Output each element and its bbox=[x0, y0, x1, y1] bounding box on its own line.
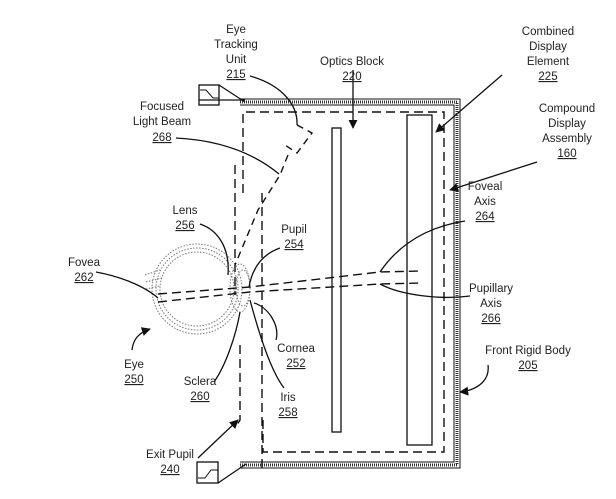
svg-text:Iris: Iris bbox=[280, 392, 296, 404]
top-mount-bracket bbox=[198, 84, 246, 106]
svg-text:266: 266 bbox=[481, 313, 500, 325]
svg-text:Assembly: Assembly bbox=[542, 133, 592, 145]
bottom-mount-bracket bbox=[196, 461, 247, 484]
svg-text:264: 264 bbox=[475, 211, 495, 223]
svg-text:Eye: Eye bbox=[226, 24, 246, 36]
svg-text:Pupil: Pupil bbox=[281, 224, 307, 236]
svg-text:Focused: Focused bbox=[140, 101, 184, 113]
svg-text:250: 250 bbox=[124, 374, 143, 386]
label-pupillary-axis: Pupillary Axis 266 bbox=[469, 283, 513, 325]
svg-text:240: 240 bbox=[160, 464, 179, 476]
svg-text:Front Rigid Body: Front Rigid Body bbox=[485, 345, 571, 357]
label-compound-display-assembly: Compound Display Assembly 160 bbox=[539, 103, 595, 160]
label-foveal-axis: Foveal Axis 264 bbox=[468, 181, 503, 223]
label-eye: Eye 250 bbox=[124, 359, 144, 386]
svg-text:Light Beam: Light Beam bbox=[133, 116, 191, 128]
svg-text:Display: Display bbox=[529, 41, 567, 53]
eye-tracking-path bbox=[234, 124, 314, 266]
svg-text:Exit Pupil: Exit Pupil bbox=[146, 449, 194, 461]
label-front-rigid-body: Front Rigid Body 205 bbox=[485, 345, 571, 372]
svg-text:Sclera: Sclera bbox=[184, 376, 217, 388]
svg-text:225: 225 bbox=[538, 71, 557, 83]
label-focused-light-beam: Focused Light Beam 268 bbox=[133, 101, 191, 144]
svg-text:Optics Block: Optics Block bbox=[320, 56, 384, 68]
optics-block bbox=[331, 127, 342, 433]
foveal-axis-line bbox=[157, 270, 421, 295]
svg-text:Eye: Eye bbox=[124, 359, 144, 371]
label-exit-pupil: Exit Pupil 240 bbox=[146, 449, 194, 476]
svg-text:Compound: Compound bbox=[539, 103, 595, 115]
svg-text:Element: Element bbox=[527, 56, 570, 68]
svg-text:160: 160 bbox=[557, 148, 576, 160]
svg-text:Combined: Combined bbox=[522, 26, 574, 38]
eye-drawing bbox=[144, 243, 251, 335]
compound-display-assembly-outline bbox=[242, 111, 445, 453]
svg-text:220: 220 bbox=[342, 71, 361, 83]
label-pupil: Pupil 254 bbox=[281, 224, 307, 251]
front-rigid-body bbox=[240, 98, 461, 469]
svg-text:Axis: Axis bbox=[474, 196, 496, 208]
svg-text:215: 215 bbox=[226, 69, 245, 81]
svg-text:Pupillary: Pupillary bbox=[469, 283, 513, 295]
svg-text:Display: Display bbox=[548, 118, 586, 130]
pupillary-axis-line bbox=[157, 282, 421, 303]
label-optics-block: Optics Block 220 bbox=[320, 56, 384, 83]
svg-text:205: 205 bbox=[518, 360, 537, 372]
svg-text:256: 256 bbox=[175, 220, 194, 232]
svg-text:Fovea: Fovea bbox=[68, 257, 101, 269]
svg-text:268: 268 bbox=[152, 132, 171, 144]
label-sclera: Sclera 260 bbox=[184, 376, 217, 403]
svg-text:252: 252 bbox=[286, 358, 305, 370]
label-lens: Lens 256 bbox=[173, 205, 198, 232]
svg-text:Lens: Lens bbox=[173, 205, 198, 217]
svg-text:262: 262 bbox=[74, 272, 93, 284]
label-combined-display-element: Combined Display Element 225 bbox=[522, 26, 574, 83]
combined-display-element bbox=[406, 114, 433, 446]
svg-text:Tracking: Tracking bbox=[214, 39, 258, 51]
label-eye-tracking-unit: Eye Tracking Unit 215 bbox=[214, 24, 258, 81]
svg-text:260: 260 bbox=[190, 391, 209, 403]
exit-pupil-line bbox=[236, 345, 241, 426]
label-fovea: Fovea 262 bbox=[68, 257, 101, 284]
svg-text:Foveal: Foveal bbox=[468, 181, 503, 193]
leader-lines bbox=[95, 70, 538, 459]
label-iris: Iris 258 bbox=[278, 392, 297, 419]
svg-text:Unit: Unit bbox=[226, 54, 247, 66]
svg-text:Axis: Axis bbox=[480, 298, 502, 310]
svg-text:Cornea: Cornea bbox=[277, 343, 315, 355]
label-cornea: Cornea 252 bbox=[277, 343, 315, 370]
svg-text:258: 258 bbox=[278, 407, 297, 419]
svg-text:254: 254 bbox=[284, 239, 304, 251]
